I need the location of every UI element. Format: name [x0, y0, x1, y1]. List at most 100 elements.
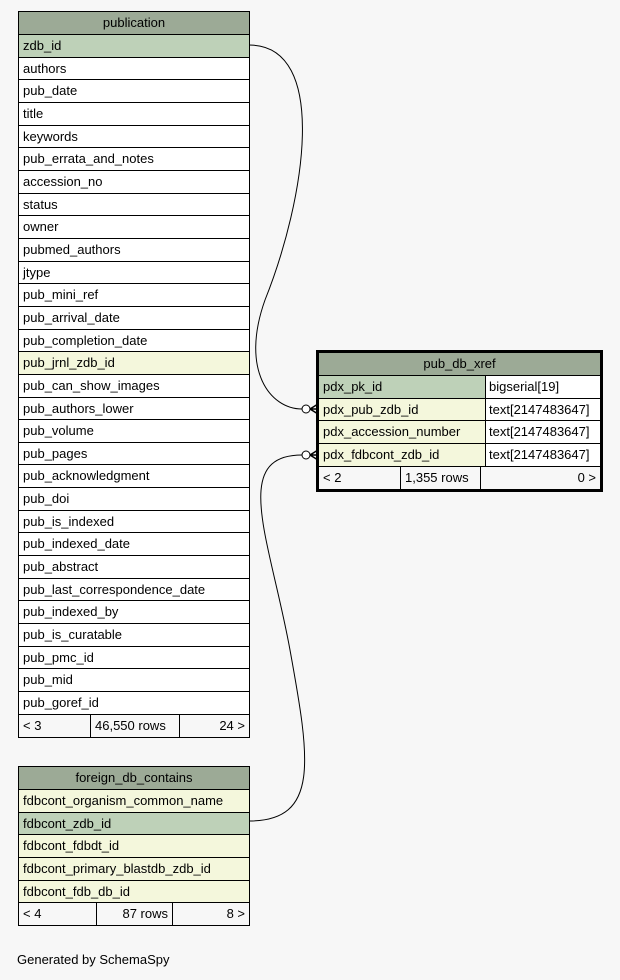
- column-row[interactable]: title: [19, 103, 249, 126]
- column-type: text[2147483647]: [489, 446, 590, 462]
- column-row[interactable]: pub_indexed_date: [19, 533, 249, 557]
- generated-by-label: Generated by SchemaSpy: [17, 952, 170, 967]
- column-row[interactable]: pub_errata_and_notes: [19, 148, 249, 171]
- column-row[interactable]: pub_authors_lower: [19, 398, 249, 421]
- column-name: pub_abstract: [23, 559, 99, 575]
- column-name: pub_jrnl_zdb_id: [19, 352, 249, 374]
- column-row[interactable]: owner: [19, 216, 249, 239]
- column-row[interactable]: fdbcont_fdbdt_id: [19, 835, 249, 858]
- column-name: fdbcont_zdb_id: [19, 812, 249, 835]
- column-name: fdbcont_fdb_db_id: [19, 880, 249, 903]
- edge-optional-circle: [301, 450, 311, 460]
- column-name: pub_can_show_images: [23, 377, 160, 393]
- column-type: text[2147483647]: [489, 401, 590, 417]
- column-row[interactable]: pub_doi: [19, 488, 249, 511]
- column-name: pub_pages: [23, 445, 88, 461]
- column-row[interactable]: pub_arrival_date: [19, 307, 249, 330]
- column-row[interactable]: pub_pmc_id: [19, 647, 249, 670]
- column-name: owner: [23, 219, 59, 235]
- column-name: pub_acknowledgment: [23, 468, 150, 484]
- row-count: 1,355 rows: [401, 466, 481, 489]
- column-name: fdbcont_organism_common_name: [19, 790, 249, 812]
- row-count: 46,550 rows: [91, 714, 180, 737]
- column-row[interactable]: pub_pages: [19, 443, 249, 466]
- column-name: status: [23, 196, 58, 212]
- table-footer: < 4 87 rows 8 >: [19, 903, 249, 926]
- column-row[interactable]: pub_goref_id: [19, 692, 249, 715]
- column-name: pdx_accession_number: [319, 421, 486, 443]
- column-row[interactable]: authors: [19, 58, 249, 81]
- column-name: pub_last_correspondence_date: [23, 581, 206, 597]
- parents-count[interactable]: < 2: [319, 466, 401, 489]
- edge-foreign-db-contains-to-pub-db-xref: [248, 454, 306, 822]
- column-row[interactable]: fdbcont_zdb_id: [19, 812, 249, 836]
- table-title: foreign_db_contains: [19, 767, 249, 790]
- column-name: fdbcont_primary_blastdb_zdb_id: [19, 857, 249, 880]
- children-count[interactable]: 24 >: [219, 717, 245, 733]
- column-name: accession_no: [23, 173, 103, 189]
- column-name: jtype: [23, 264, 51, 280]
- column-row[interactable]: pub_is_indexed: [19, 511, 249, 534]
- column-name: pub_goref_id: [23, 695, 99, 711]
- column-name: pub_indexed_date: [23, 536, 130, 552]
- column-row[interactable]: pub_indexed_by: [19, 601, 249, 625]
- table-title: publication: [19, 12, 249, 35]
- column-name: pub_arrival_date: [23, 309, 120, 325]
- column-name: fdbcont_fdbdt_id: [19, 835, 249, 857]
- column-row[interactable]: keywords: [19, 126, 249, 149]
- column-name: pub_volume: [23, 423, 94, 439]
- column-name: pub_completion_date: [23, 332, 148, 348]
- column-row[interactable]: status: [19, 194, 249, 217]
- column-name: pdx_pub_zdb_id: [319, 398, 486, 421]
- edge-optional-circle: [301, 404, 311, 414]
- column-type: text[2147483647]: [489, 424, 590, 440]
- parents-count[interactable]: < 4: [19, 903, 97, 926]
- column-row[interactable]: fdbcont_organism_common_name: [19, 790, 249, 813]
- edge-publication-to-pub-db-xref: [248, 44, 303, 410]
- column-row[interactable]: pub_is_curatable: [19, 624, 249, 647]
- column-name: pub_date: [23, 83, 78, 99]
- column-row[interactable]: pub_date: [19, 80, 249, 103]
- column-row[interactable]: pub_mid: [19, 669, 249, 693]
- column-type: bigserial[19]: [489, 379, 560, 394]
- column-name: pub_authors_lower: [23, 400, 134, 416]
- column-row[interactable]: pub_mini_ref: [19, 284, 249, 307]
- column-row[interactable]: fdbcont_fdb_db_id: [19, 880, 249, 904]
- column-row[interactable]: pub_can_show_images: [19, 375, 249, 398]
- children-count[interactable]: 0 >: [577, 469, 596, 485]
- column-row[interactable]: accession_no: [19, 171, 249, 194]
- column-name: pub_pmc_id: [23, 649, 94, 665]
- column-row[interactable]: pub_abstract: [19, 556, 249, 579]
- table-foreign-db-contains[interactable]: foreign_db_contains fdbcont_organism_com…: [18, 766, 250, 927]
- children-count[interactable]: 8 >: [226, 906, 245, 922]
- column-name: pub_mini_ref: [23, 287, 99, 303]
- column-name: pub_is_indexed: [23, 513, 115, 529]
- column-row[interactable]: pub_acknowledgment: [19, 465, 249, 489]
- row-count: 87 rows: [97, 903, 173, 926]
- column-name: pub_errata_and_notes: [23, 151, 154, 167]
- column-name: title: [23, 105, 44, 121]
- column-name: pubmed_authors: [23, 241, 121, 257]
- parents-count[interactable]: < 3: [19, 714, 91, 737]
- column-name: pdx_fdbcont_zdb_id: [319, 443, 486, 466]
- column-row[interactable]: pub_last_correspondence_date: [19, 579, 249, 602]
- table-footer: < 2 1,355 rows 0 >: [319, 466, 600, 489]
- column-row[interactable]: pubmed_authors: [19, 239, 249, 262]
- column-row[interactable]: fdbcont_primary_blastdb_zdb_id: [19, 857, 249, 881]
- column-name: pub_indexed_by: [23, 604, 119, 620]
- column-row[interactable]: pub_jrnl_zdb_id: [19, 352, 249, 375]
- column-row[interactable]: pub_volume: [19, 420, 249, 443]
- column-name: authors: [23, 60, 67, 76]
- column-row[interactable]: jtype: [19, 262, 249, 285]
- column-name: zdb_id: [19, 35, 249, 57]
- column-name: pub_mid: [23, 672, 73, 688]
- column-row[interactable]: pub_completion_date: [19, 330, 249, 353]
- column-name: keywords: [23, 128, 78, 144]
- column-row[interactable]: zdb_id: [19, 35, 249, 58]
